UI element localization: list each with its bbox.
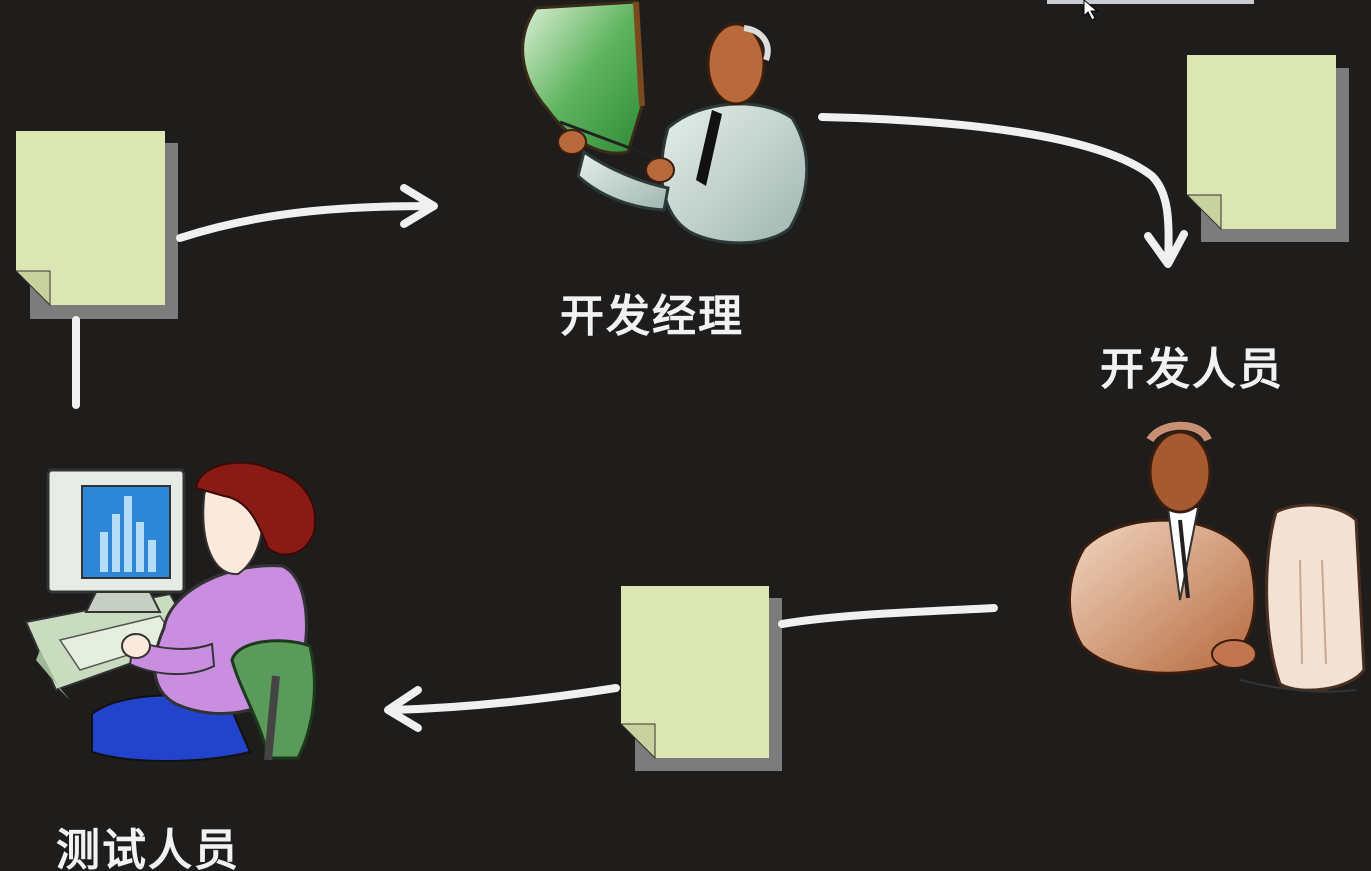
presenter-at-board-icon [521,0,809,245]
label-dev-manager: 开发经理 [560,291,744,342]
woman-at-computer-icon [24,461,317,762]
label-developer: 开发人员 [1100,344,1284,395]
document-icon-developer-output [619,586,782,771]
arrow-tester-to-manager [72,184,438,409]
person-at-computer-icon [1067,421,1366,693]
mouse-pointer-icon [1083,0,1099,21]
arrow-developer-to-tester [384,604,998,732]
label-tester: 测试人员 [56,825,240,871]
document-icon-tester-output [14,131,178,319]
arrow-manager-to-developer [818,113,1188,268]
document-icon-manager-output [1185,55,1349,242]
window-edge-bar [1047,0,1254,4]
